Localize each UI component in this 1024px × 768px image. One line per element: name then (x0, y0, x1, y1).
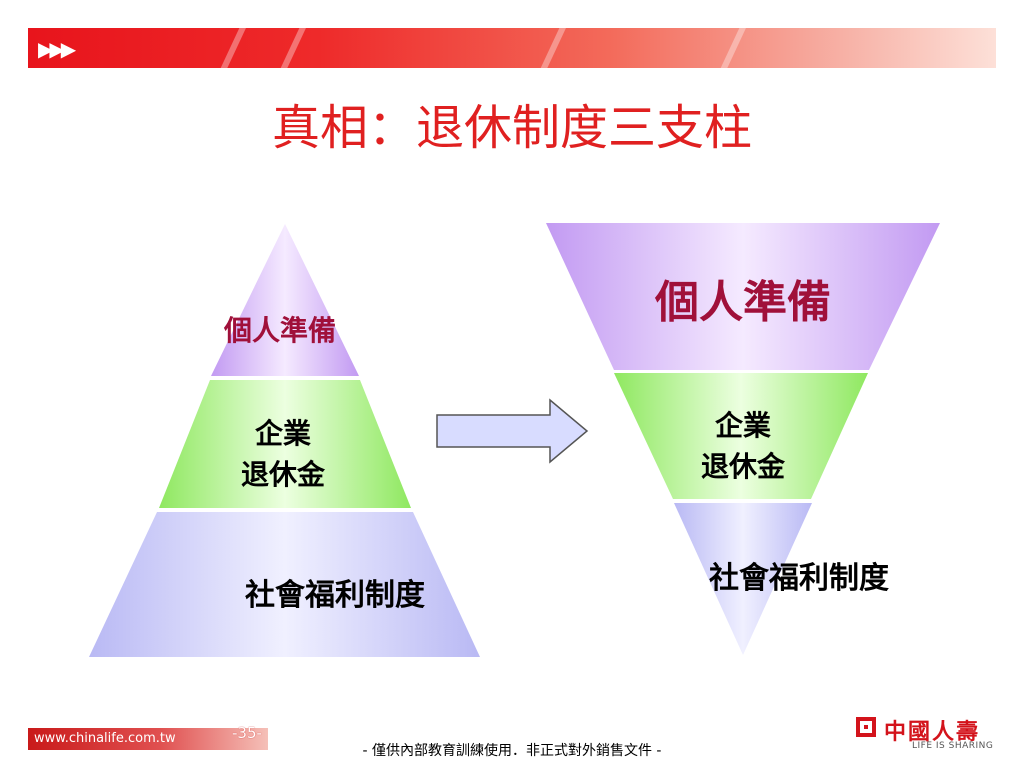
logo-tagline: LIFE IS SHARING (912, 741, 994, 751)
pyramid-label-social: 社會福利制度 (245, 578, 425, 613)
pyramid: 個人準備 企業 退休金 社會福利制度 (89, 224, 480, 657)
inverted-tier-corporate (614, 373, 868, 499)
header-banner: ▶▶▶ (28, 28, 996, 68)
right-arrow-icon (436, 398, 589, 464)
inverted-label-personal: 個人準備 (654, 277, 831, 328)
footer-url-link[interactable]: www.chinalife.com.tw (34, 731, 176, 746)
logo-name: 中國人壽 (884, 720, 981, 745)
pyramid-label-corporate-line2: 退休金 (241, 458, 326, 491)
footer-banner (28, 728, 268, 750)
pyramid-label-personal: 個人準備 (223, 314, 336, 347)
pyramid-tier-social (89, 512, 480, 657)
page-title: 真相：退休制度三支柱 (271, 100, 752, 156)
inverted-label-corporate-line2: 退休金 (701, 450, 786, 483)
inverted-label-corporate-line1: 企業 (715, 409, 771, 442)
inverted-label-social: 社會福利制度 (709, 561, 889, 596)
pyramid-label-corporate-line1: 企業 (255, 417, 311, 450)
page-number: -35- (232, 724, 262, 742)
footer-disclaimer: - 僅供內部教育訓練使用．非正式對外銷售文件 - (362, 743, 662, 759)
pyramid-tier-personal (211, 224, 359, 376)
inverted-tier-social (674, 503, 812, 655)
company-logo: 中國人壽 LIFE IS SHARING (856, 714, 1001, 754)
inverted-tier-personal (546, 223, 940, 370)
logo-square-icon (856, 717, 876, 737)
pyramid-tier-corporate (159, 380, 411, 508)
inverted-pyramid: 個人準備 企業 退休金 社會福利制度 (546, 223, 940, 655)
triple-arrow-icon: ▶▶▶ (38, 37, 76, 61)
